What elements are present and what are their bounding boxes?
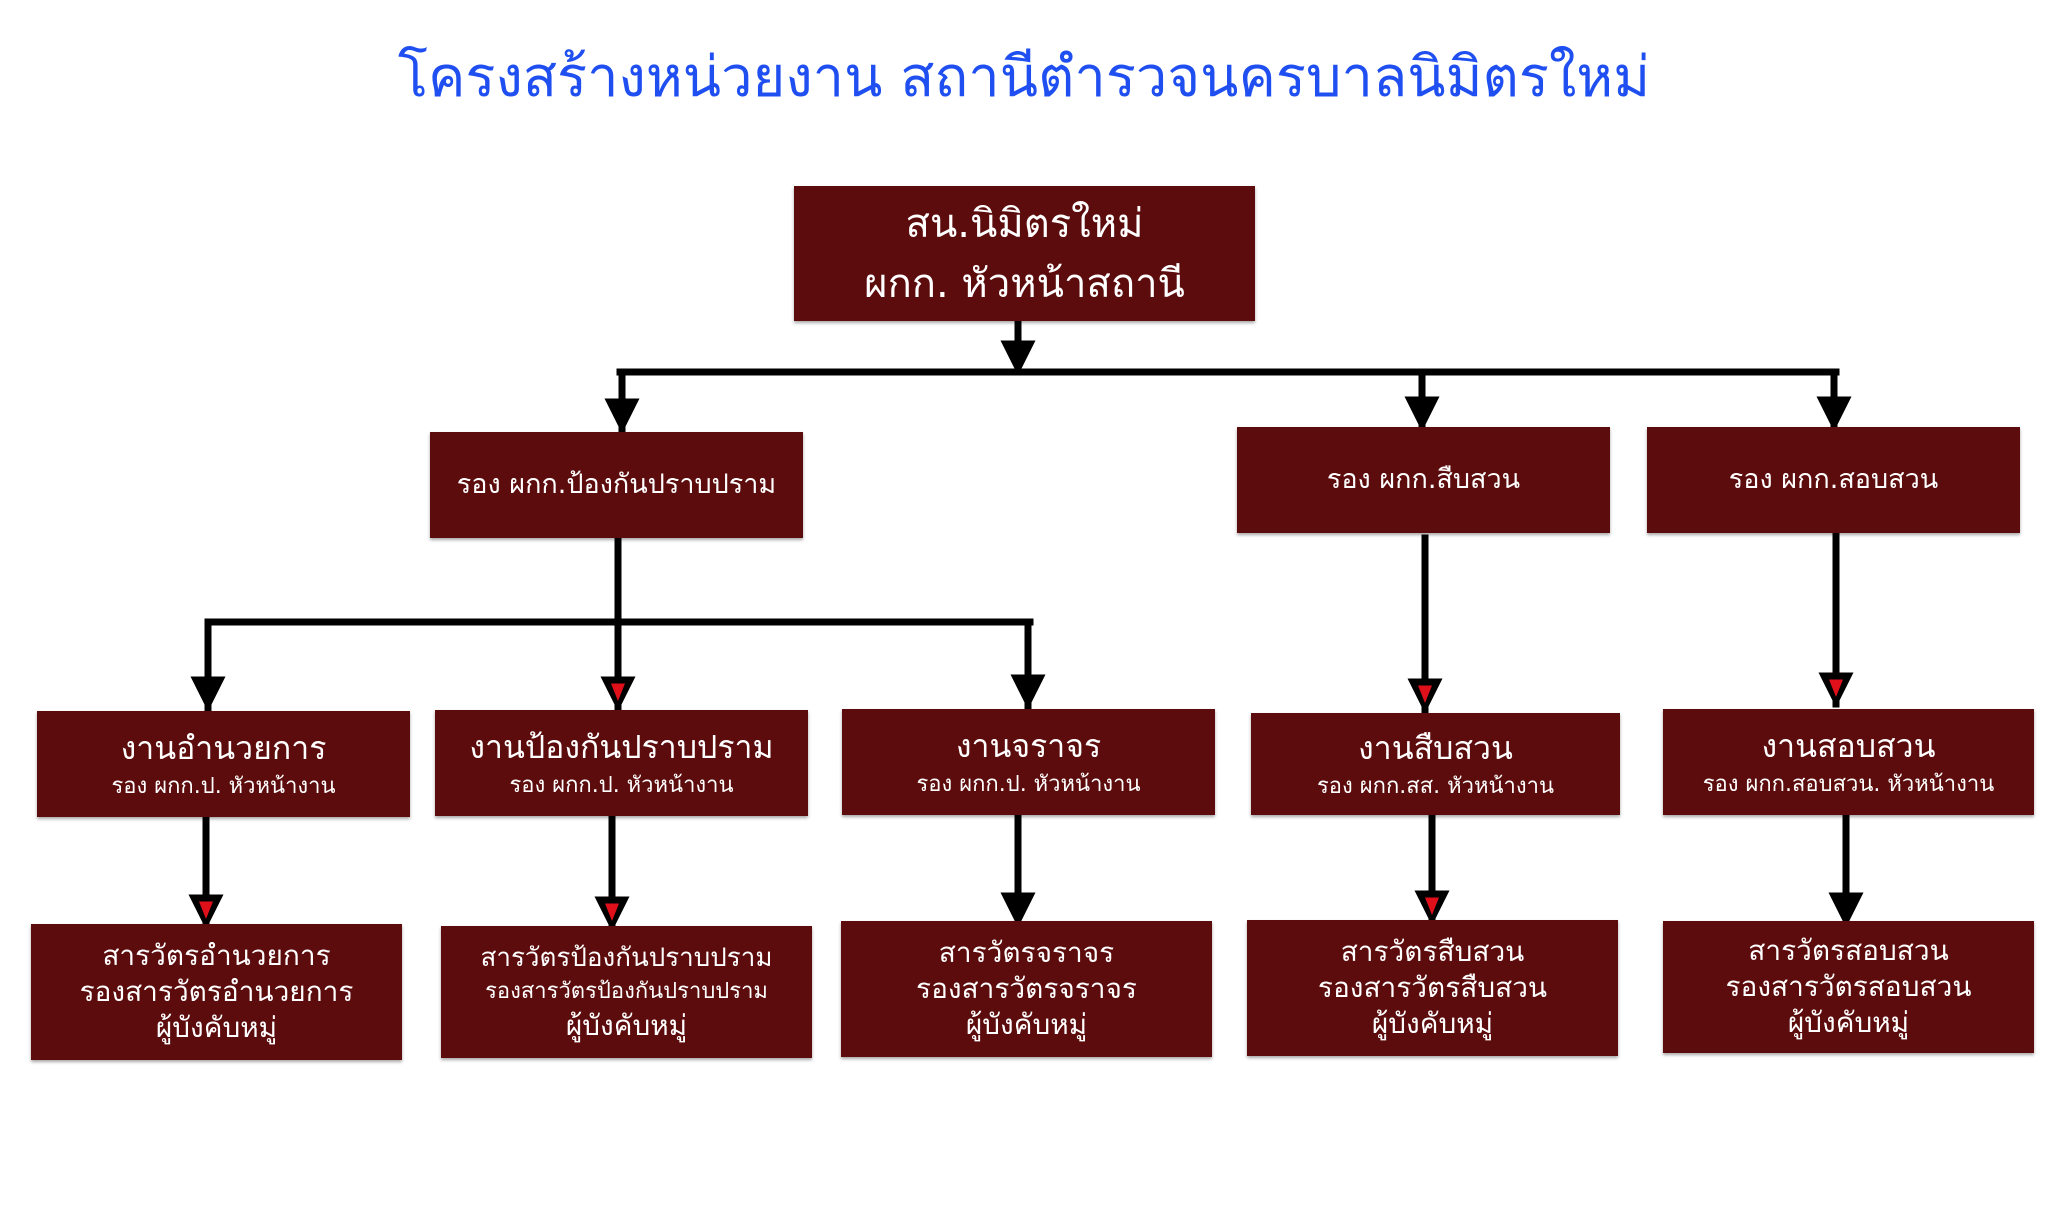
chart-title: โครงสร้างหน่วยงาน สถานีตำรวจนครบาลนิมิตร… bbox=[397, 45, 1651, 110]
unit-head: รอง ผกก.ป. หัวหน้างาน bbox=[111, 774, 336, 799]
staff-line3: ผู้บังคับหมู่ bbox=[965, 1008, 1088, 1041]
staff-box-2: สารวัตรป้องกันปราบปราม รองสารวัตรป้องกัน… bbox=[441, 926, 812, 1058]
unit-box-2: งานป้องกันปราบปราม รอง ผกก.ป. หัวหน้างาน bbox=[435, 710, 808, 816]
staff-box-1: สารวัตรอำนวยการ รองสารวัตรอำนวยการ ผู้บั… bbox=[31, 924, 402, 1060]
deputy-label: รอง ผกก.สอบสวน bbox=[1728, 464, 1939, 495]
staff-line2: รองสารวัตรอำนวยการ bbox=[79, 975, 354, 1008]
unit-name: งานสอบสวน bbox=[1761, 727, 1936, 765]
staff-line1: สารวัตรจราจร bbox=[938, 936, 1115, 969]
staff-line3: ผู้บังคับหมู่ bbox=[155, 1011, 278, 1044]
unit-box-3: งานจราจร รอง ผกก.ป. หัวหน้างาน bbox=[842, 709, 1215, 815]
unit-head: รอง ผกก.สส. หัวหน้างาน bbox=[1316, 774, 1554, 799]
staff-line3: ผู้บังคับหมู่ bbox=[1371, 1007, 1494, 1040]
staff-line1: สารวัตรสืบสวน bbox=[1340, 935, 1525, 968]
deputy-label: รอง ผกก.สืบสวน bbox=[1326, 464, 1521, 495]
staff-line3: ผู้บังคับหมู่ bbox=[565, 1009, 688, 1042]
staff-line1: สารวัตรสอบสวน bbox=[1748, 934, 1949, 967]
deputy-box-2: รอง ผกก.สืบสวน bbox=[1237, 427, 1610, 533]
unit-head: รอง ผกก.ป. หัวหน้างาน bbox=[509, 773, 734, 798]
deputy-box-3: รอง ผกก.สอบสวน bbox=[1647, 427, 2020, 533]
staff-line2: รองสารวัตรจราจร bbox=[916, 972, 1137, 1005]
head-box: สน.นิมิตรใหม่ ผกก. หัวหน้าสถานี bbox=[794, 186, 1255, 321]
staff-box-3: สารวัตรจราจร รองสารวัตรจราจร ผู้บังคับหม… bbox=[841, 921, 1212, 1057]
staff-line1: สารวัตรป้องกันปราบปราม bbox=[480, 943, 773, 973]
unit-head: รอง ผกก.สอบสวน. หัวหน้างาน bbox=[1702, 772, 1995, 797]
unit-name: งานจราจร bbox=[955, 727, 1102, 765]
staff-line2: รองสารวัตรป้องกันปราบปราม bbox=[485, 979, 768, 1004]
unit-name: งานป้องกันปราบปราม bbox=[469, 728, 774, 766]
unit-box-5: งานสอบสวน รอง ผกก.สอบสวน. หัวหน้างาน bbox=[1663, 709, 2034, 815]
unit-name: งานอำนวยการ bbox=[120, 729, 327, 767]
staff-box-5: สารวัตรสอบสวน รองสารวัตรสอบสวน ผู้บังคับ… bbox=[1663, 921, 2034, 1053]
staff-line2: รองสารวัตรสืบสวน bbox=[1317, 971, 1548, 1004]
head-line2: ผกก. หัวหน้าสถานี bbox=[864, 260, 1185, 307]
staff-line3: ผู้บังคับหมู่ bbox=[1787, 1006, 1910, 1039]
deputy-box-1: รอง ผกก.ป้องกันปราบปราม bbox=[430, 432, 803, 538]
unit-head: รอง ผกก.ป. หัวหน้างาน bbox=[916, 772, 1141, 797]
head-line1: สน.นิมิตรใหม่ bbox=[905, 200, 1144, 247]
staff-box-4: สารวัตรสืบสวน รองสารวัตรสืบสวน ผู้บังคับ… bbox=[1247, 920, 1618, 1056]
unit-box-1: งานอำนวยการ รอง ผกก.ป. หัวหน้างาน bbox=[37, 711, 410, 817]
unit-box-4: งานสืบสวน รอง ผกก.สส. หัวหน้างาน bbox=[1251, 713, 1620, 815]
unit-name: งานสืบสวน bbox=[1358, 729, 1513, 767]
staff-line1: สารวัตรอำนวยการ bbox=[102, 939, 331, 972]
staff-line2: รองสารวัตรสอบสวน bbox=[1725, 970, 1972, 1003]
deputy-label: รอง ผกก.ป้องกันปราบปราม bbox=[456, 469, 777, 500]
